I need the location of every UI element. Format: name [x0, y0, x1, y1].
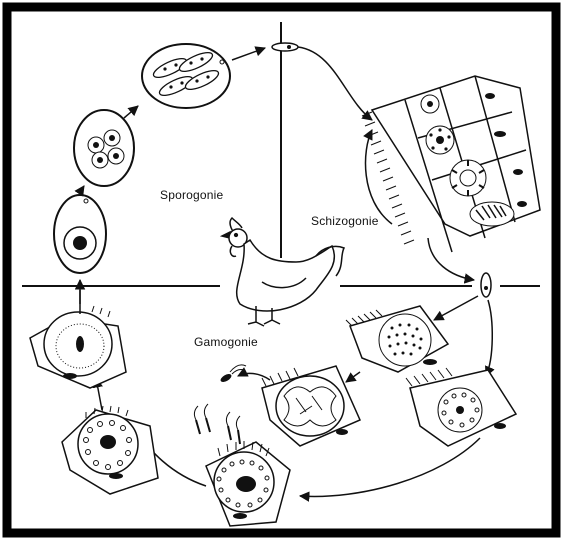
arrow-to-microgametes	[238, 373, 270, 380]
arrow-sporogonie-1	[80, 186, 84, 192]
microgamont-mature	[262, 366, 360, 446]
macrogamete-icon	[406, 368, 516, 446]
oocyst-wall-forming	[62, 406, 158, 494]
oocyst-sporoblasts	[74, 110, 134, 186]
oocyst-release-cell	[30, 306, 126, 388]
oocyst-sporulated	[142, 44, 230, 108]
schizogonie-label: Schizogonie	[311, 214, 379, 228]
fertilization-stage	[206, 441, 290, 526]
arrow-to-merozoite	[428, 238, 474, 280]
gamogonie-label: Gamogonie	[194, 335, 258, 349]
merozoite-icon	[481, 273, 491, 297]
oocyst-unsporulated	[54, 195, 106, 273]
sporozoite-icon	[272, 43, 298, 51]
arrow-schizogonie-return	[365, 130, 392, 224]
sporogonie-label: Sporogonie	[160, 188, 223, 202]
arrow-to-zygote	[300, 438, 480, 496]
arrow-microgamont-mature	[346, 372, 360, 382]
arrow-sporogonie-2	[124, 106, 138, 118]
arrow-sporogonie-3	[232, 48, 265, 60]
arrow-sporozoite-to-epithelium	[298, 47, 372, 120]
arrow-merozoite-to-microgamont	[486, 300, 492, 376]
arrow-merozoite-to-macrogamont	[434, 296, 478, 320]
microgamont-icon	[346, 306, 448, 372]
chicken-illustration	[222, 218, 344, 326]
microgametes-swarm	[194, 404, 240, 444]
